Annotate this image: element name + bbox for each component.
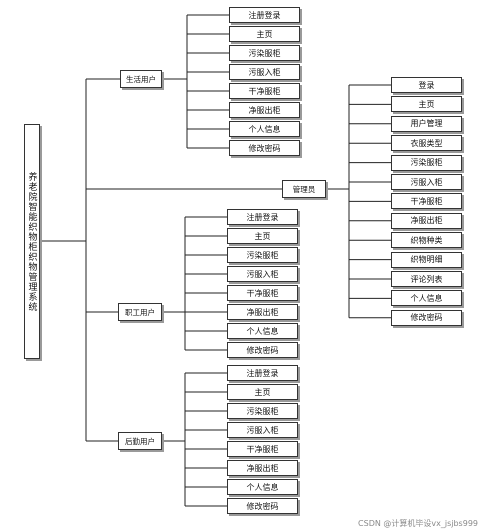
leaf-box-admin-12: 修改密码 xyxy=(391,309,462,326)
leaf-box-admin-2: 用户管理 xyxy=(391,115,462,132)
leaf-box-resident-7: 修改密码 xyxy=(229,140,300,156)
leaf-box-nurse-3: 污服入柜 xyxy=(227,422,298,438)
leaf-box-staff-2: 污染服柜 xyxy=(227,247,298,263)
leaf-box-nurse-4: 干净服柜 xyxy=(227,441,298,457)
leaf-box-nurse-7: 修改密码 xyxy=(227,498,298,514)
watermark: CSDN @计算机毕设vx_jsjbs999 xyxy=(358,519,478,528)
leaf-box-resident-4: 干净服柜 xyxy=(229,83,300,99)
leaf-box-admin-3: 衣服类型 xyxy=(391,135,462,152)
role-box-admin: 管理员 xyxy=(282,180,326,198)
leaf-box-admin-1: 主页 xyxy=(391,96,462,113)
leaf-box-resident-3: 污服入柜 xyxy=(229,64,300,80)
leaf-box-staff-1: 主页 xyxy=(227,228,298,244)
leaf-box-staff-6: 个人信息 xyxy=(227,323,298,339)
leaf-box-resident-2: 污染服柜 xyxy=(229,45,300,61)
leaf-box-staff-7: 修改密码 xyxy=(227,342,298,358)
root-system-box: 养老院智能织物柜织物管理系统 xyxy=(24,124,40,359)
leaf-box-admin-0: 登录 xyxy=(391,77,462,93)
leaf-box-staff-5: 净服出柜 xyxy=(227,304,298,320)
leaf-box-nurse-1: 主页 xyxy=(227,384,298,400)
role-box-resident: 生活用户 xyxy=(120,70,162,88)
leaf-box-admin-5: 污服入柜 xyxy=(391,174,462,190)
leaf-box-resident-5: 净服出柜 xyxy=(229,102,300,118)
leaf-box-nurse-2: 污染服柜 xyxy=(227,403,298,419)
leaf-box-nurse-5: 净服出柜 xyxy=(227,460,298,476)
leaf-box-admin-11: 个人信息 xyxy=(391,290,462,307)
leaf-box-nurse-0: 注册登录 xyxy=(227,365,298,381)
role-box-staff: 职工用户 xyxy=(118,303,162,321)
leaf-box-resident-1: 主页 xyxy=(229,26,300,42)
leaf-box-admin-7: 净服出柜 xyxy=(391,212,462,229)
leaf-box-admin-9: 织物明细 xyxy=(391,251,462,268)
leaf-box-staff-4: 干净服柜 xyxy=(227,285,298,301)
leaf-box-admin-4: 污染服柜 xyxy=(391,154,462,171)
leaf-box-resident-6: 个人信息 xyxy=(229,121,300,137)
leaf-box-admin-8: 织物种类 xyxy=(391,232,462,249)
leaf-box-admin-10: 评论列表 xyxy=(391,271,462,287)
leaf-box-resident-0: 注册登录 xyxy=(229,7,300,23)
leaf-box-admin-6: 干净服柜 xyxy=(391,193,462,210)
leaf-box-nurse-6: 个人信息 xyxy=(227,479,298,495)
role-box-nurse: 后勤用户 xyxy=(118,432,162,450)
leaf-box-staff-3: 污服入柜 xyxy=(227,266,298,282)
leaf-box-staff-0: 注册登录 xyxy=(227,209,298,225)
